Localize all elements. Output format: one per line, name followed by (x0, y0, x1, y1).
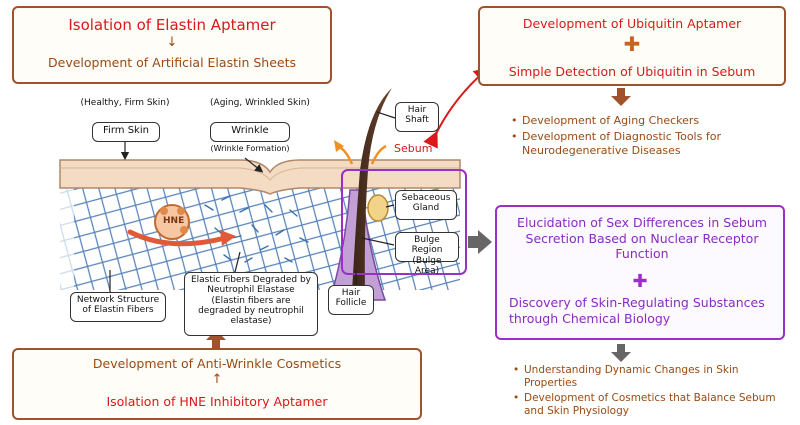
hair-shaft-callout: Hair Shaft (395, 102, 439, 132)
wrinkle-callout: Wrinkle (210, 122, 290, 142)
anti-wrinkle-title: Development of Anti-Wrinkle Cosmetics (92, 356, 342, 371)
sex-differences-title: Elucidation of Sex Differences in Sebum … (517, 215, 767, 262)
sebaceous-gland-callout: Sebaceous Gland (395, 190, 457, 220)
ubiquitin-aptamer-title: Development of Ubiquitin Aptamer (522, 16, 742, 31)
ubiquitin-detection-subtitle: Simple Detection of Ubiquitin in Sebum (508, 64, 756, 79)
arrow-up-bottom (206, 330, 226, 348)
arrow-up-small-icon: ↑ (211, 372, 223, 387)
middle-right-box: Elucidation of Sex Differences in Sebum … (495, 205, 785, 340)
hne-label: HNE (163, 216, 185, 226)
healthy-label: (Healthy, Firm Skin) (80, 98, 170, 108)
hair-follicle-callout: Hair Follicle (328, 285, 374, 315)
hne-aptamer-subtitle: Isolation of HNE Inhibitory Aptamer (106, 394, 328, 409)
artificial-elastin-subtitle: Development of Artificial Elastin Sheets (48, 55, 296, 70)
arrow-small-icon: ↓ (166, 35, 178, 50)
elastin-aptamer-title: Isolation of Elastin Aptamer (68, 16, 276, 34)
sebaceous-gland-shape (367, 194, 389, 222)
elastic-degraded-sub-label: (Elastin fibers are degraded by neutroph… (198, 295, 304, 327)
elastic-degraded-callout: Elastic Fibers Degraded by Neutrophil El… (184, 272, 318, 336)
aging-label: (Aging, Wrinkled Skin) (210, 98, 310, 108)
network-structure-callout: Network Structure of Elastin Fibers (70, 292, 166, 322)
chemical-biology-subtitle: Discovery of Skin-Regulating Substances … (509, 295, 765, 326)
bulge-region-callout: Bulge Region (Bulge Area) (395, 232, 459, 276)
plus-purple-icon: ✚ (632, 271, 648, 292)
grey-right-arrow (468, 230, 492, 254)
bullet-cosmetics-balance: Development of Cosmetics that Balance Se… (513, 392, 794, 418)
top-left-box: Isolation of Elastin Aptamer ↓ Developme… (12, 6, 332, 84)
bulge-area-label: (Bulge Area) (412, 255, 442, 277)
top-right-bullets: Development of Aging Checkers Developmen… (510, 114, 792, 159)
bottom-left-box: Development of Anti-Wrinkle Cosmetics ↑ … (12, 348, 422, 420)
bullet-diagnostic-tools: Development of Diagnostic Tools for Neur… (511, 130, 792, 158)
hair-shaft-shape (352, 88, 392, 292)
follicle-highlight-box (341, 169, 467, 275)
plus-icon: ✚ (623, 32, 641, 56)
bullet-skin-properties: Understanding Dynamic Changes in Skin Pr… (513, 364, 794, 390)
arrow-down-middle (611, 344, 631, 362)
middle-right-bullets: Understanding Dynamic Changes in Skin Pr… (512, 364, 794, 421)
wrinkle-sub-label: (Wrinkle Formation) (210, 144, 290, 153)
bullet-aging-checkers: Development of Aging Checkers (511, 114, 792, 128)
sebum-label: Sebum (394, 142, 433, 155)
bulge-region-label: Bulge Region (411, 235, 443, 256)
hne-attack-arrow (127, 229, 228, 247)
sebum-detection-arrow (423, 66, 491, 149)
top-right-box: Development of Ubiquitin Aptamer ✚ Simpl… (478, 6, 786, 86)
arrow-down-ubiquitin (611, 88, 631, 106)
firm-skin-callout: Firm Skin (92, 122, 160, 142)
wrinkle-label: Wrinkle (231, 125, 269, 136)
elastic-degraded-label: Elastic Fibers Degraded by Neutrophil El… (190, 275, 311, 296)
